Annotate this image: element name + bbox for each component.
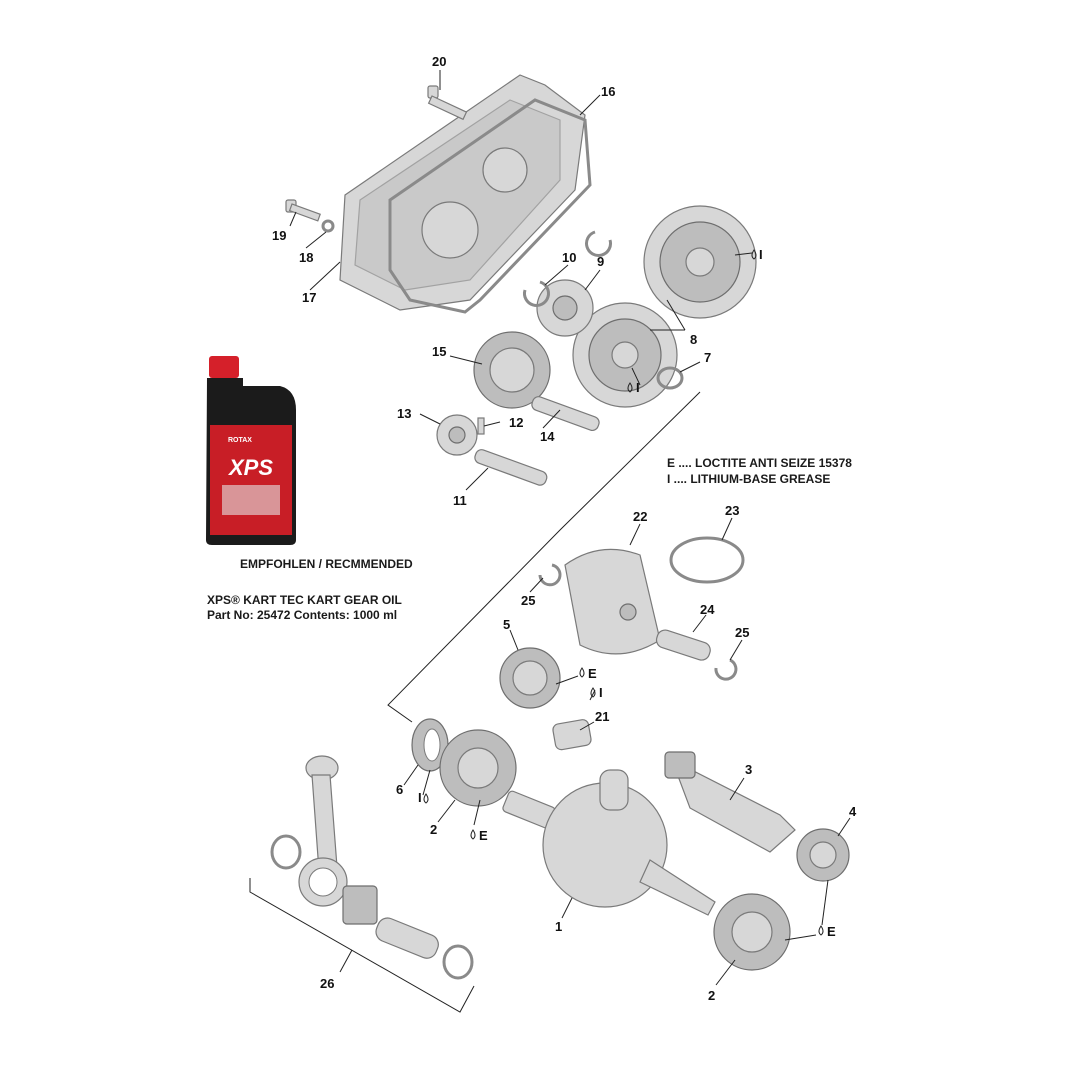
callout-5: 5 (503, 617, 510, 632)
gear-cover (339, 74, 586, 311)
callout-9: 9 (597, 254, 604, 269)
circlip-10-upper (585, 230, 612, 257)
callout-15: 15 (432, 344, 446, 359)
callout-18: 18 (299, 250, 313, 265)
recommended-label: EMPFOHLEN / RECMMENDED (240, 557, 413, 571)
shaft-11 (474, 449, 548, 486)
callout-6: 6 (396, 782, 403, 797)
circlip-25-right (714, 658, 738, 681)
callout-23: 23 (725, 503, 739, 518)
callout-3: 3 (745, 762, 752, 777)
bottle-maker-label: ROTAX (228, 437, 252, 444)
product-name: XPS® KART TEC KART GEAR OIL (207, 593, 402, 607)
balancer-shaft-3 (664, 751, 796, 853)
bearing-21 (552, 719, 592, 751)
symbol-bearing-5-grease: I (599, 685, 603, 700)
callout-21: 21 (595, 709, 609, 724)
oil-bottle: XPS ROTAX (206, 356, 296, 545)
bolt-20 (427, 85, 468, 121)
piston-pin-24 (655, 629, 711, 661)
callout-7: 7 (704, 350, 711, 365)
callout-8: 8 (690, 332, 697, 347)
crankshaft-1 (502, 769, 716, 916)
seal-6 (411, 718, 449, 772)
legend-grease: I .... LITHIUM-BASE GREASE (667, 472, 831, 486)
callout-22: 22 (633, 509, 647, 524)
cover-gasket (388, 98, 592, 314)
callout-1: 1 (555, 919, 562, 934)
conrod-kit-26 (270, 755, 474, 980)
symbol-gear-8: I (636, 380, 640, 395)
bolt-19 (285, 199, 321, 222)
callout-16: 16 (601, 84, 615, 99)
callout-13: 13 (397, 406, 411, 421)
gear-top (643, 205, 757, 319)
leader-lines (249, 70, 851, 1013)
symbol-top-gear: I (759, 247, 763, 262)
circlip-10-lower (523, 280, 550, 307)
gear-8 (572, 302, 678, 408)
gear-13 (436, 414, 478, 456)
bearing-2-left (439, 729, 517, 807)
callout-11: 11 (453, 493, 467, 508)
pin-12 (477, 417, 485, 435)
piston-ring-23 (669, 536, 745, 584)
callout-10: 10 (562, 250, 576, 265)
washer-18 (321, 219, 335, 233)
callout-20: 20 (432, 54, 446, 69)
washer-7 (656, 366, 684, 390)
callout-numbers: 20 16 19 18 17 10 9 8 7 15 13 12 14 11 2… (272, 54, 857, 1003)
callout-2-left: 2 (430, 822, 437, 837)
callout-2-right: 2 (708, 988, 715, 1003)
gear-15 (473, 331, 551, 409)
callout-24: 24 (700, 602, 715, 617)
bottle-brand-label: XPS (227, 455, 273, 480)
callout-25-right: 25 (735, 625, 749, 640)
symbol-bearing-2: E (479, 828, 488, 843)
product-part-info: Part No: 25472 Contents: 1000 ml (207, 608, 398, 622)
callout-26: 26 (320, 976, 334, 991)
circlip-25-left (538, 563, 562, 587)
callout-19: 19 (272, 228, 286, 243)
callout-17: 17 (302, 290, 316, 305)
piston-22 (564, 548, 661, 655)
callout-14: 14 (540, 429, 555, 444)
shaft-14 (531, 396, 600, 432)
bearing-4 (796, 828, 850, 882)
symbol-seal-6: I (418, 790, 422, 805)
legend-loctite: E .... LOCTITE ANTI SEIZE 15378 (667, 456, 852, 470)
callout-12: 12 (509, 415, 523, 430)
bearing-2-right (713, 893, 791, 971)
bearing-5 (499, 647, 561, 709)
lubricant-symbols: I I E I I E E (418, 247, 836, 939)
symbol-bearing-5: E (588, 666, 597, 681)
gear-9 (536, 279, 594, 337)
callout-25-left: 25 (521, 593, 535, 608)
symbol-bearing-4: E (827, 924, 836, 939)
callout-4: 4 (849, 804, 857, 819)
